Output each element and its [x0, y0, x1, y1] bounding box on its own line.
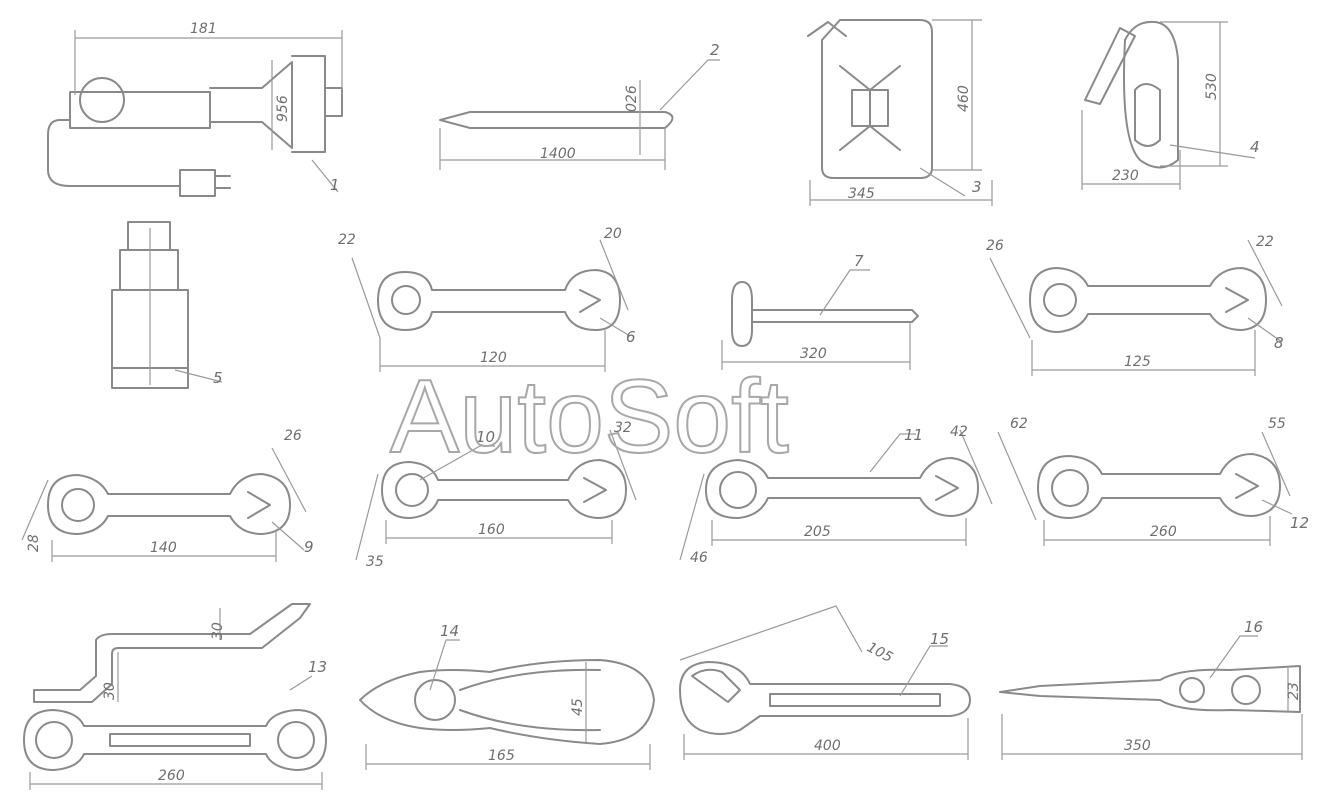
tool-6-wrench: [351, 239, 631, 372]
tool-10-dim-length: 160: [478, 522, 505, 538]
tool-8-dim-length: 125: [1124, 354, 1151, 370]
tool-4-dim-height: 530: [1204, 73, 1220, 100]
tool-3-jerry-can: [807, 19, 993, 206]
tool-12-number: 12: [1290, 514, 1309, 532]
tool-15-dim-length: 400: [814, 738, 841, 754]
tool-15-dim-jaw: 105: [864, 639, 895, 666]
tool-16-number: 16: [1244, 618, 1263, 636]
tool-16-tire-lever: [999, 635, 1303, 760]
tool-11-number: 11: [904, 426, 923, 444]
tool-6-number: 6: [626, 328, 636, 346]
tool-6-dim-jaw-right: 20: [604, 226, 622, 242]
tool-14-dim-length: 165: [488, 748, 515, 764]
tool-2-dim-length: 1400: [540, 146, 576, 162]
tool-13-box-wrench: [23, 603, 327, 790]
tool-14-pliers: [359, 639, 655, 770]
tool-3-dim-height: 460: [956, 85, 972, 112]
tool-13-dim-length: 260: [158, 768, 185, 784]
tool-16-dim-length: 350: [1124, 738, 1151, 754]
tool-9-dim-length: 140: [150, 540, 177, 556]
tool-10-number: 10: [476, 428, 495, 446]
tool-2-dim-diameter: 026: [624, 85, 640, 112]
tool-15-adjustable-wrench: [679, 605, 971, 760]
tool-11-dim-jaw-left: 46: [690, 550, 708, 566]
tool-14-dim-width: 45: [570, 698, 586, 716]
tool-8-dim-jaw-left: 26: [986, 238, 1004, 254]
tool-13-dim-lower: 30: [102, 682, 118, 700]
tool-1-lamp: [47, 30, 343, 197]
tool-6-dim-length: 120: [480, 350, 507, 366]
tool-12-wrench: [997, 431, 1293, 546]
tool-9-wrench: [21, 447, 307, 562]
tool-1-dim-length: 181: [190, 21, 217, 37]
tool-13-number: 13: [308, 658, 327, 676]
tool-14-number: 14: [440, 622, 459, 640]
tool-9-dim-jaw-left: 28: [26, 534, 42, 552]
tool-1-dim-diameter: 956: [275, 95, 291, 122]
tool-12-dim-length: 260: [1150, 524, 1177, 540]
tool-9-dim-jaw-right: 26: [284, 428, 302, 444]
tool-11-dim-jaw-right: 42: [950, 424, 968, 440]
tool-8-dim-jaw-right: 22: [1256, 234, 1274, 250]
tool-4-number: 4: [1250, 138, 1260, 156]
tool-16-dim-width: 23: [1286, 682, 1302, 700]
tool-6-dim-jaw-left: 22: [338, 232, 356, 248]
tool-7-screwdriver: [721, 269, 919, 370]
tool-10-dim-jaw-left: 35: [366, 554, 384, 570]
tool-12-dim-jaw-right: 55: [1268, 416, 1286, 432]
tool-2-pry-bar: [439, 59, 720, 170]
tool-4-bag: [1081, 20, 1256, 190]
tool-7-dim-length: 320: [800, 346, 827, 362]
tool-10-dim-jaw-right: 32: [614, 420, 632, 436]
tool-10-wrench: [355, 429, 637, 561]
tool-1-number: 1: [330, 176, 340, 194]
tool-11-dim-length: 205: [804, 524, 831, 540]
tool-3-number: 3: [972, 178, 982, 196]
tool-11-wrench: [679, 429, 993, 561]
tool-9-number: 9: [304, 538, 314, 556]
tool-5-oil-can: [111, 221, 223, 389]
tool-8-number: 8: [1274, 334, 1284, 352]
tool-3-dim-width: 345: [848, 186, 875, 202]
tool-5-number: 5: [213, 369, 223, 387]
tool-8-wrench: [989, 239, 1283, 376]
tool-2-number: 2: [710, 41, 720, 59]
tool-7-number: 7: [854, 252, 864, 270]
tool-12-dim-jaw-left: 62: [1010, 416, 1028, 432]
tool-13-dim-upper: 30: [210, 622, 226, 640]
tool-4-dim-width: 230: [1112, 168, 1139, 184]
watermark: AutoSoft: [390, 359, 789, 475]
tool-15-number: 15: [930, 630, 949, 648]
